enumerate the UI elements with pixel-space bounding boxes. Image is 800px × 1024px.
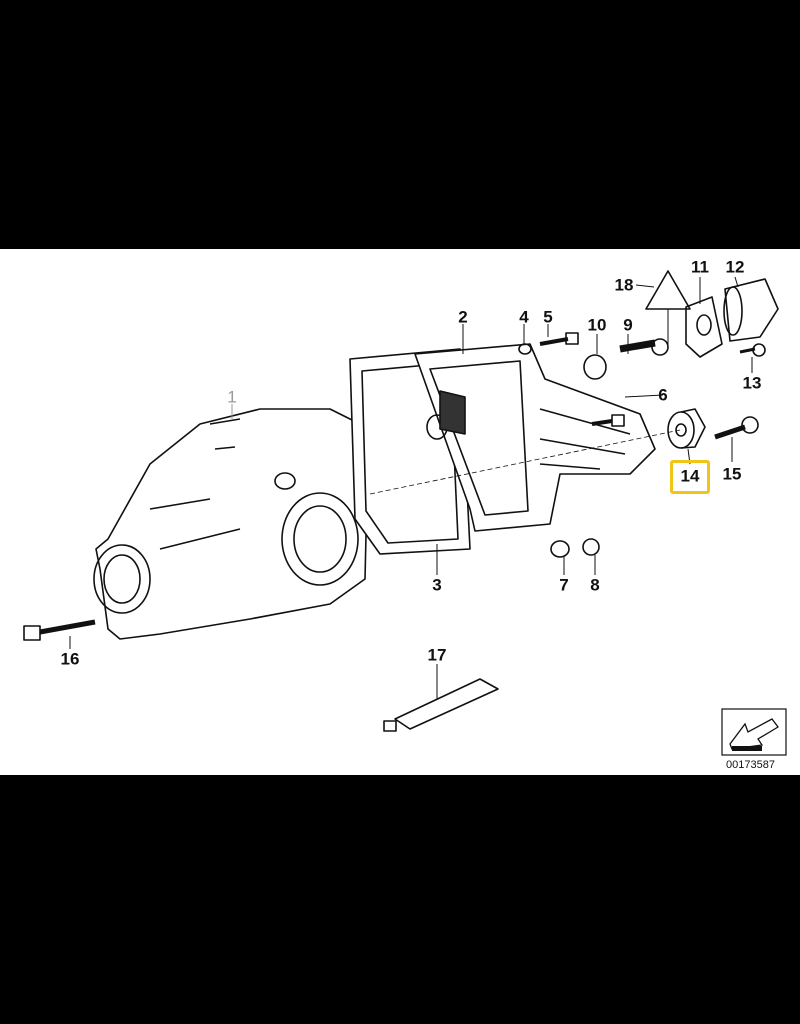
- part-label-1[interactable]: 1: [227, 387, 237, 407]
- sealant-tube: [394, 678, 499, 730]
- diagram-drawing: [23, 270, 787, 756]
- part-label-11[interactable]: 11: [691, 257, 709, 277]
- diagram-reference-number: 00173587: [726, 759, 775, 771]
- part-label-9[interactable]: 9: [623, 315, 633, 335]
- warning-triangle: [645, 270, 691, 310]
- part-label-17[interactable]: 17: [427, 645, 447, 665]
- part-label-15[interactable]: 15: [722, 464, 742, 484]
- part-label-3[interactable]: 3: [432, 575, 442, 595]
- part-label-13[interactable]: 13: [742, 373, 762, 393]
- part-label-18[interactable]: 18: [614, 275, 634, 295]
- part-label-6[interactable]: 6: [658, 385, 668, 405]
- differential-cover: [414, 343, 656, 532]
- parts-diagram: 1 2 3 4 5 6 7 8 9 10 11 12 13 14 15 16 1…: [0, 249, 800, 775]
- orientation-arrow-icon: [721, 708, 787, 756]
- part-label-7[interactable]: 7: [559, 575, 569, 595]
- part-label-4[interactable]: 4: [519, 307, 529, 327]
- bushing-14: [667, 411, 695, 449]
- part-label-14[interactable]: 14: [680, 466, 700, 486]
- part-label-10[interactable]: 10: [587, 315, 607, 335]
- part-label-8[interactable]: 8: [590, 575, 600, 595]
- part-label-16[interactable]: 16: [60, 649, 80, 669]
- part-label-2[interactable]: 2: [458, 307, 468, 327]
- part-label-5[interactable]: 5: [543, 307, 553, 327]
- differential-housing: [95, 408, 369, 640]
- highlight-part-14: [670, 460, 710, 494]
- part-label-12[interactable]: 12: [725, 257, 745, 277]
